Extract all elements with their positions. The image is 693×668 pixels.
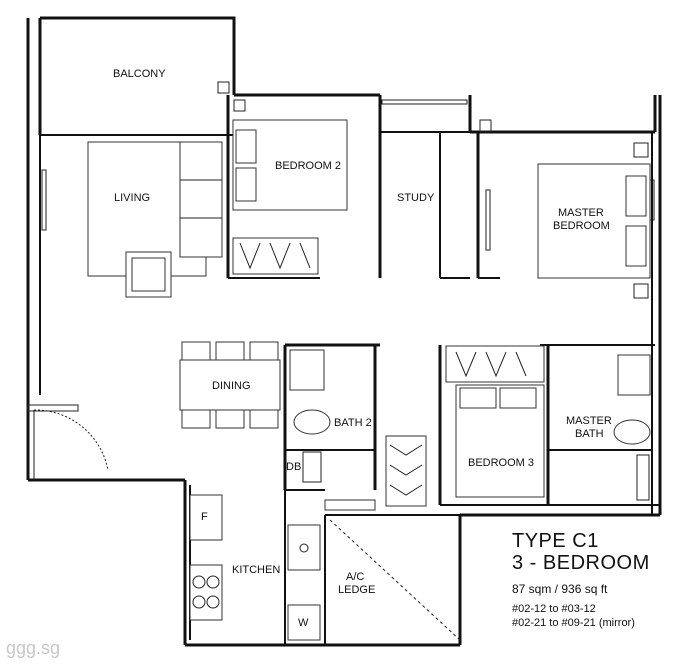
label-balcony: BALCONY bbox=[113, 68, 166, 80]
label-living: LIVING bbox=[114, 192, 150, 204]
label-kitchen: KITCHEN bbox=[232, 564, 280, 576]
label-fridge: F bbox=[201, 511, 208, 523]
label-ac-ledge-1: A/C bbox=[346, 571, 364, 583]
label-bedroom2: BEDROOM 2 bbox=[275, 160, 341, 172]
kitchen-fixtures bbox=[189, 494, 461, 641]
unit-numbers-2: #02-21 to #09-21 (mirror) bbox=[512, 617, 635, 629]
label-bath2: BATH 2 bbox=[334, 417, 372, 429]
master-bath-fixtures bbox=[613, 354, 651, 501]
label-washer: W bbox=[298, 617, 309, 629]
outer-walls bbox=[26, 16, 662, 647]
unit-bedrooms: 3 - BEDROOM bbox=[512, 552, 650, 574]
unit-info: TYPE C1 3 - BEDROOM 87 sqm / 936 sq ft #… bbox=[512, 530, 690, 630]
entry-door bbox=[27, 404, 109, 480]
master-bedroom-furniture bbox=[479, 119, 651, 299]
unit-numbers-1: #02-12 to #03-12 bbox=[512, 603, 596, 615]
unit-type: TYPE C1 bbox=[512, 530, 599, 552]
bedroom3-furniture bbox=[385, 345, 545, 507]
label-master-bath-1: MASTER bbox=[566, 415, 612, 427]
label-master-bedroom-1: MASTER bbox=[558, 207, 604, 219]
label-dining: DINING bbox=[212, 380, 251, 392]
label-bedroom3: BEDROOM 3 bbox=[468, 457, 534, 469]
living-furniture bbox=[87, 141, 223, 298]
label-master-bath-2: BATH bbox=[575, 428, 604, 440]
label-db: DB bbox=[286, 461, 301, 473]
bath2-fixtures bbox=[289, 349, 376, 511]
watermark: ggg.sg bbox=[6, 638, 61, 658]
bedroom2-furniture bbox=[217, 81, 348, 275]
dining-furniture bbox=[179, 341, 281, 429]
label-study: STUDY bbox=[397, 192, 435, 204]
unit-area: 87 sqm / 936 sq ft bbox=[512, 582, 608, 596]
label-ac-ledge-2: LEDGE bbox=[338, 584, 375, 596]
label-master-bedroom-2: BEDROOM bbox=[553, 220, 610, 232]
room-labels: BALCONY LIVING BEDROOM 2 STUDY MASTER BE… bbox=[113, 68, 612, 629]
